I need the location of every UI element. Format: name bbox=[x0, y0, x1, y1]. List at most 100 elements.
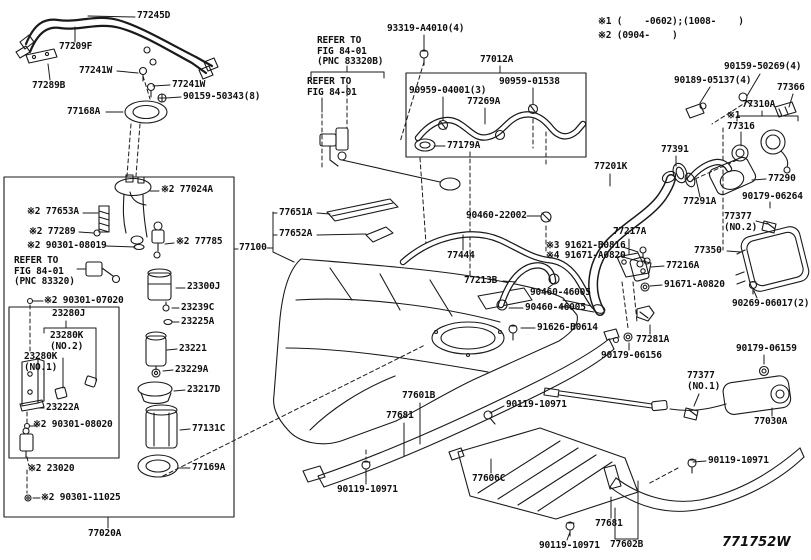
tank-band-77601b-art bbox=[302, 328, 620, 488]
dashed-relation-lines bbox=[26, 61, 749, 494]
part-label-77209f: 77209F bbox=[59, 41, 93, 52]
part-label-77179a: 77179A bbox=[447, 140, 481, 151]
part-label-93319-a4010: 93319-A4010(4) bbox=[387, 23, 465, 34]
part-label-90460-46005-1: 90460-46005 bbox=[530, 287, 591, 298]
part-label-77652a: 77652A bbox=[279, 228, 313, 239]
part-label-90460-46005-2: 90460-46005 bbox=[525, 302, 586, 313]
part-label-90179-06264: 90179-06264 bbox=[742, 191, 803, 202]
part-label-23300j: 23300J bbox=[187, 281, 221, 292]
part-label-77241w-2: 77241W bbox=[172, 79, 206, 90]
part-label-77201k: 77201K bbox=[594, 161, 628, 172]
breather-pipes-art bbox=[15, 16, 219, 80]
part-label-77245d: 77245D bbox=[137, 10, 171, 21]
part-label-91621-b0816: ※3 91621-B0816 bbox=[546, 240, 626, 251]
hose-group-box bbox=[405, 72, 587, 158]
part-label-77681-2: 77681 bbox=[595, 518, 623, 529]
part-label-77217a: 77217A bbox=[613, 226, 647, 237]
part-label-90119-10971-1: 90119-10971 bbox=[337, 484, 398, 495]
part-label-23280k-no1: 23280K (NO.1) bbox=[24, 351, 58, 373]
part-label-23221: 23221 bbox=[179, 343, 207, 354]
part-label-77281a: 77281A bbox=[636, 334, 670, 345]
part-label-90301-08019: ※2 90301-08019 bbox=[27, 240, 107, 251]
part-label-90179-06156: 90179-06156 bbox=[601, 350, 662, 361]
part-label-77131c: 77131C bbox=[192, 423, 226, 434]
note-asterisk-1: ※1 ( -0602);(1008- ) bbox=[598, 16, 744, 27]
fuel-filter-parts-art bbox=[137, 268, 179, 478]
ref-note-fig84-01-pnc83320b: REFER TO FIG 84-01 (PNC 83320B) bbox=[317, 35, 384, 68]
part-label-23229a: 23229A bbox=[175, 364, 209, 375]
leader-lines bbox=[29, 15, 799, 541]
pump-plate-77024a-art bbox=[85, 174, 165, 284]
part-label-77030a: 77030A bbox=[754, 416, 788, 427]
part-label-77169a: 77169A bbox=[192, 462, 226, 473]
part-label-77100: 77100 bbox=[239, 242, 267, 253]
part-label-77213b: 77213B bbox=[464, 275, 498, 286]
part-label-23280j: 23280J bbox=[52, 308, 86, 319]
part-label-90301-08020: ※2 90301-08020 bbox=[33, 419, 113, 430]
ref-note-fig84-01-pnc83320: REFER TO FIG 84-01 (PNC 83320) bbox=[14, 255, 75, 288]
part-label-23280k-no2: 23280K (NO.2) bbox=[50, 330, 84, 352]
part-label-23239c: 23239C bbox=[181, 302, 215, 313]
part-label-77377-no2: 77377 (NO.2) bbox=[724, 211, 758, 233]
fuel-tank-art bbox=[273, 258, 597, 445]
part-label-77168a: 77168A bbox=[67, 106, 101, 117]
inlet-hose-77291a-art bbox=[684, 158, 733, 188]
part-label-77291a: 77291A bbox=[683, 196, 717, 207]
part-label-77444: 77444 bbox=[447, 250, 475, 261]
fuel-lid-77350-art bbox=[735, 226, 810, 292]
part-label-90301-11025: ※2 90301-11025 bbox=[41, 492, 121, 503]
tank-band-77602b-art bbox=[565, 447, 805, 537]
part-label-91626-b0614: 91626-B0614 bbox=[537, 322, 598, 333]
part-label-77290: 77290 bbox=[768, 173, 796, 184]
part-label-77216a: 77216A bbox=[666, 260, 700, 271]
part-label-91671-a0820-1: ※4 91671-A0820 bbox=[546, 250, 626, 261]
part-label-77310a: 77310A bbox=[742, 99, 776, 110]
part-label-77012a: 77012A bbox=[480, 54, 514, 65]
part-label-90189-05137: 90189-05137(4) bbox=[674, 75, 752, 86]
lid-opener-77030a-art bbox=[543, 375, 792, 415]
part-label-77681-1: 77681 bbox=[386, 410, 414, 421]
hose-77444-art bbox=[399, 211, 598, 310]
bracket-77289b-art bbox=[25, 48, 58, 64]
part-label-77785: ※2 77785 bbox=[176, 236, 223, 247]
part-label-90159-50269: 90159-50269(4) bbox=[724, 61, 802, 72]
part-label-90959-01538: 90959-01538 bbox=[499, 76, 560, 87]
part-label-77316: ※1 77316 bbox=[727, 110, 755, 132]
ring-77391-art bbox=[672, 162, 688, 184]
part-label-77289b: 77289B bbox=[32, 80, 66, 91]
part-label-77391: 77391 bbox=[661, 144, 689, 155]
pump-bracket-23280-art bbox=[19, 297, 98, 502]
bolt-93319-art bbox=[419, 49, 429, 66]
part-label-23217d: 23217D bbox=[187, 384, 221, 395]
part-label-90179-06159: 90179-06159 bbox=[736, 343, 797, 354]
part-label-77024a: ※2 77024A bbox=[161, 184, 213, 195]
part-label-90301-07020: ※2 90301-07020 bbox=[44, 295, 124, 306]
part-label-77653a: ※2 77653A bbox=[27, 206, 79, 217]
note-asterisk-2: ※2 (0904- ) bbox=[598, 30, 678, 41]
part-label-90119-10971-2: 90119-10971 bbox=[506, 399, 567, 410]
diagram-code: 771752W bbox=[722, 535, 791, 550]
fuel-pump-assembly-box bbox=[3, 176, 235, 518]
filler-pipe-77201k-art bbox=[588, 170, 677, 316]
shim-bolts-art bbox=[138, 66, 167, 103]
part-label-23020: ※2 23020 bbox=[28, 463, 75, 474]
fuel-cap-77310a-art bbox=[685, 92, 797, 174]
part-label-77377-no1: 77377 (NO.1) bbox=[687, 370, 721, 392]
part-label-77350: 77350 bbox=[694, 245, 722, 256]
lid-hinge-lock-art bbox=[612, 220, 777, 421]
hose-77213b-art bbox=[496, 262, 560, 341]
part-label-77269a: 77269A bbox=[467, 96, 501, 107]
part-label-90460-22002: 90460-22002 bbox=[466, 210, 527, 221]
part-label-90159-50343: 90159-50343(8) bbox=[183, 91, 261, 102]
part-label-77020a: 77020A bbox=[88, 528, 122, 539]
part-label-77241w-1: 77241W bbox=[79, 65, 113, 76]
ref-note-fig84-01: REFER TO FIG 84-01 bbox=[307, 76, 357, 98]
part-label-77601b: 77601B bbox=[402, 390, 436, 401]
part-label-90959-04001: 90959-04001(3) bbox=[409, 85, 487, 96]
gasket-77168a-art bbox=[124, 100, 168, 124]
part-label-90269-06017: 90269-06017(2) bbox=[732, 298, 810, 309]
breather-hose-77269a-art bbox=[414, 103, 587, 152]
part-label-77606c: 77606C bbox=[472, 473, 506, 484]
